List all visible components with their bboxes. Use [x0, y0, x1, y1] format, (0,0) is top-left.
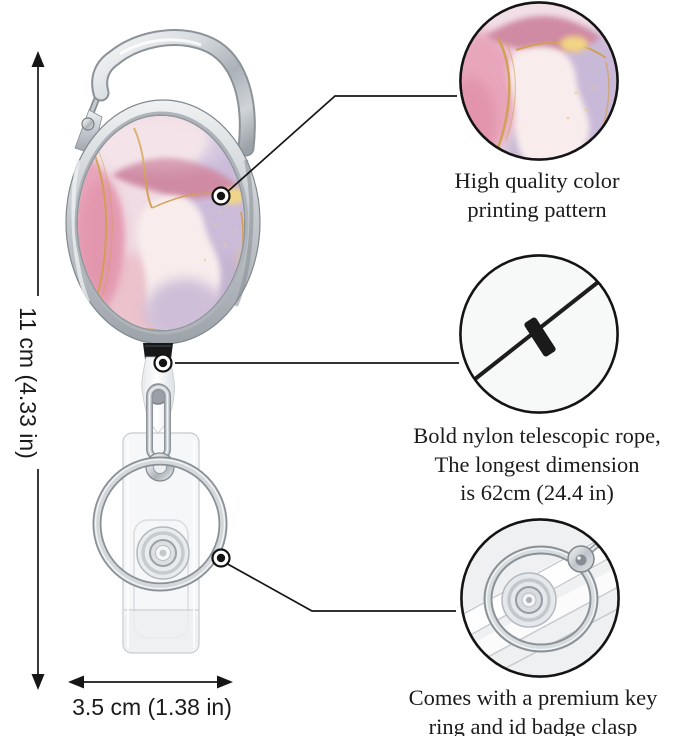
- leader-line-pattern: [225, 95, 457, 194]
- snap-button-zoom: [501, 572, 557, 628]
- callout-text-clasp-line2: ring and id badge clasp: [428, 713, 638, 736]
- callout-text-rope-line1: Bold nylon telescopic rope,: [413, 423, 661, 448]
- callout-circle-pattern: [456, 0, 622, 164]
- key-ring-zoom: [483, 545, 599, 653]
- callout-text-clasp-line1: Comes with a premium key: [408, 685, 658, 710]
- carabiner-clip: [91, 29, 256, 157]
- leader-line-clasp: [223, 561, 456, 612]
- height-dimension-label: 11 cm (4.33 in): [15, 307, 41, 459]
- width-dimension-label: 3.5 cm (1.38 in): [72, 694, 232, 720]
- callout-dot-pattern: [211, 186, 231, 206]
- callout-text-pattern-line1: High quality color: [454, 168, 620, 193]
- badge-reel-marble-face: [78, 116, 244, 330]
- callout-text-rope: Bold nylon telescopic rope, The longest …: [383, 422, 679, 508]
- callout-dot-rope: [153, 353, 173, 373]
- callout-text-pattern-line2: printing pattern: [467, 196, 607, 222]
- cord-stopper: [524, 317, 556, 357]
- snap-button: [136, 526, 190, 580]
- callout-text-rope-line3: is 62cm (24.4 in): [460, 480, 614, 505]
- callout-circle-rope: [456, 251, 622, 417]
- callout-text-pattern: High quality color printing pattern: [405, 167, 669, 224]
- gate-rivet: [81, 117, 95, 131]
- callout-dot-clasp: [211, 548, 231, 568]
- callout-text-clasp: Comes with a premium key ring and id bad…: [379, 684, 679, 736]
- grommet-zoom: [567, 545, 595, 573]
- callout-text-rope-line2: The longest dimension: [434, 451, 640, 477]
- callout-circle-clasp: [457, 515, 623, 681]
- badge-reel-photo: [65, 29, 261, 654]
- key-ring: [92, 456, 228, 592]
